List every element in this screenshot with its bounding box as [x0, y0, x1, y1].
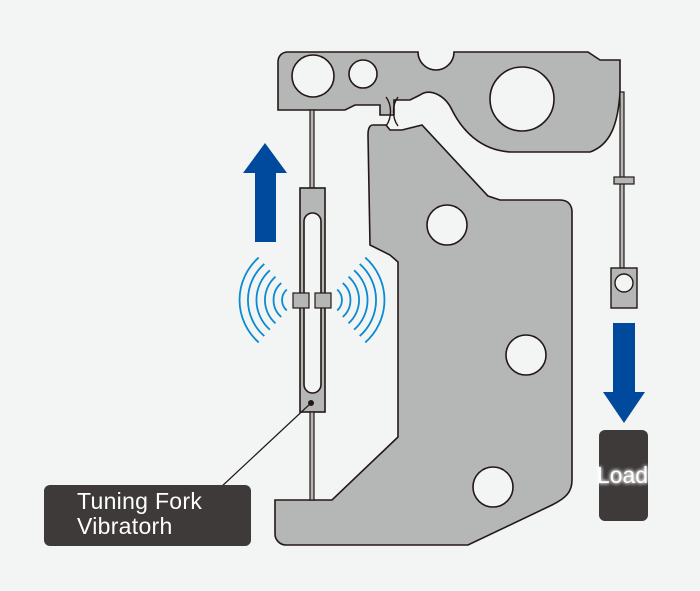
fork-mass-left [292, 292, 310, 309]
beam-hole-large [291, 54, 335, 98]
vibration-wave-arc [281, 288, 288, 312]
frame-hole-middle [505, 334, 547, 376]
tuning-fork-label: Tuning Fork Vibratorh [44, 485, 251, 546]
vibration-wave-arc [272, 282, 282, 318]
load-label: Load [596, 462, 649, 488]
load-down-arrow [603, 323, 645, 423]
vibration-wave-arc [353, 269, 369, 331]
flexure-hinge [385, 96, 399, 127]
label-leader-line [219, 402, 312, 489]
vibration-wave-arc [238, 256, 260, 344]
hanger-collar [613, 176, 635, 185]
vibration-wave-arc [359, 263, 377, 337]
main-frame [274, 124, 573, 546]
beam-hole-pivot [489, 66, 555, 132]
hanger-hook-hole [614, 273, 634, 293]
beam-hole-small [348, 59, 378, 89]
vibration-wave-arc [342, 282, 352, 318]
vibration-waves-right [336, 256, 386, 344]
vibration-wave-arc [247, 263, 265, 337]
vibration-wave-arc [255, 269, 271, 331]
fork-lower-rod [309, 411, 315, 501]
frame-hole-lower [472, 466, 514, 508]
tuning-fork-label-line2: Vibratorh [77, 513, 173, 539]
fork-upper-rod [309, 109, 315, 191]
tension-up-arrow [243, 143, 287, 242]
vibration-wave-arc [336, 288, 343, 312]
tuning-fork-label-line1: Tuning Fork [77, 488, 203, 514]
vibration-wave-arc [347, 276, 360, 324]
fork-mass-right [314, 292, 332, 309]
vibration-wave-arc [364, 256, 386, 344]
frame-hole-upper [426, 204, 468, 246]
vibration-wave-arc [264, 276, 277, 324]
load-weight: Load [596, 430, 649, 521]
vibration-waves-left [238, 256, 288, 344]
